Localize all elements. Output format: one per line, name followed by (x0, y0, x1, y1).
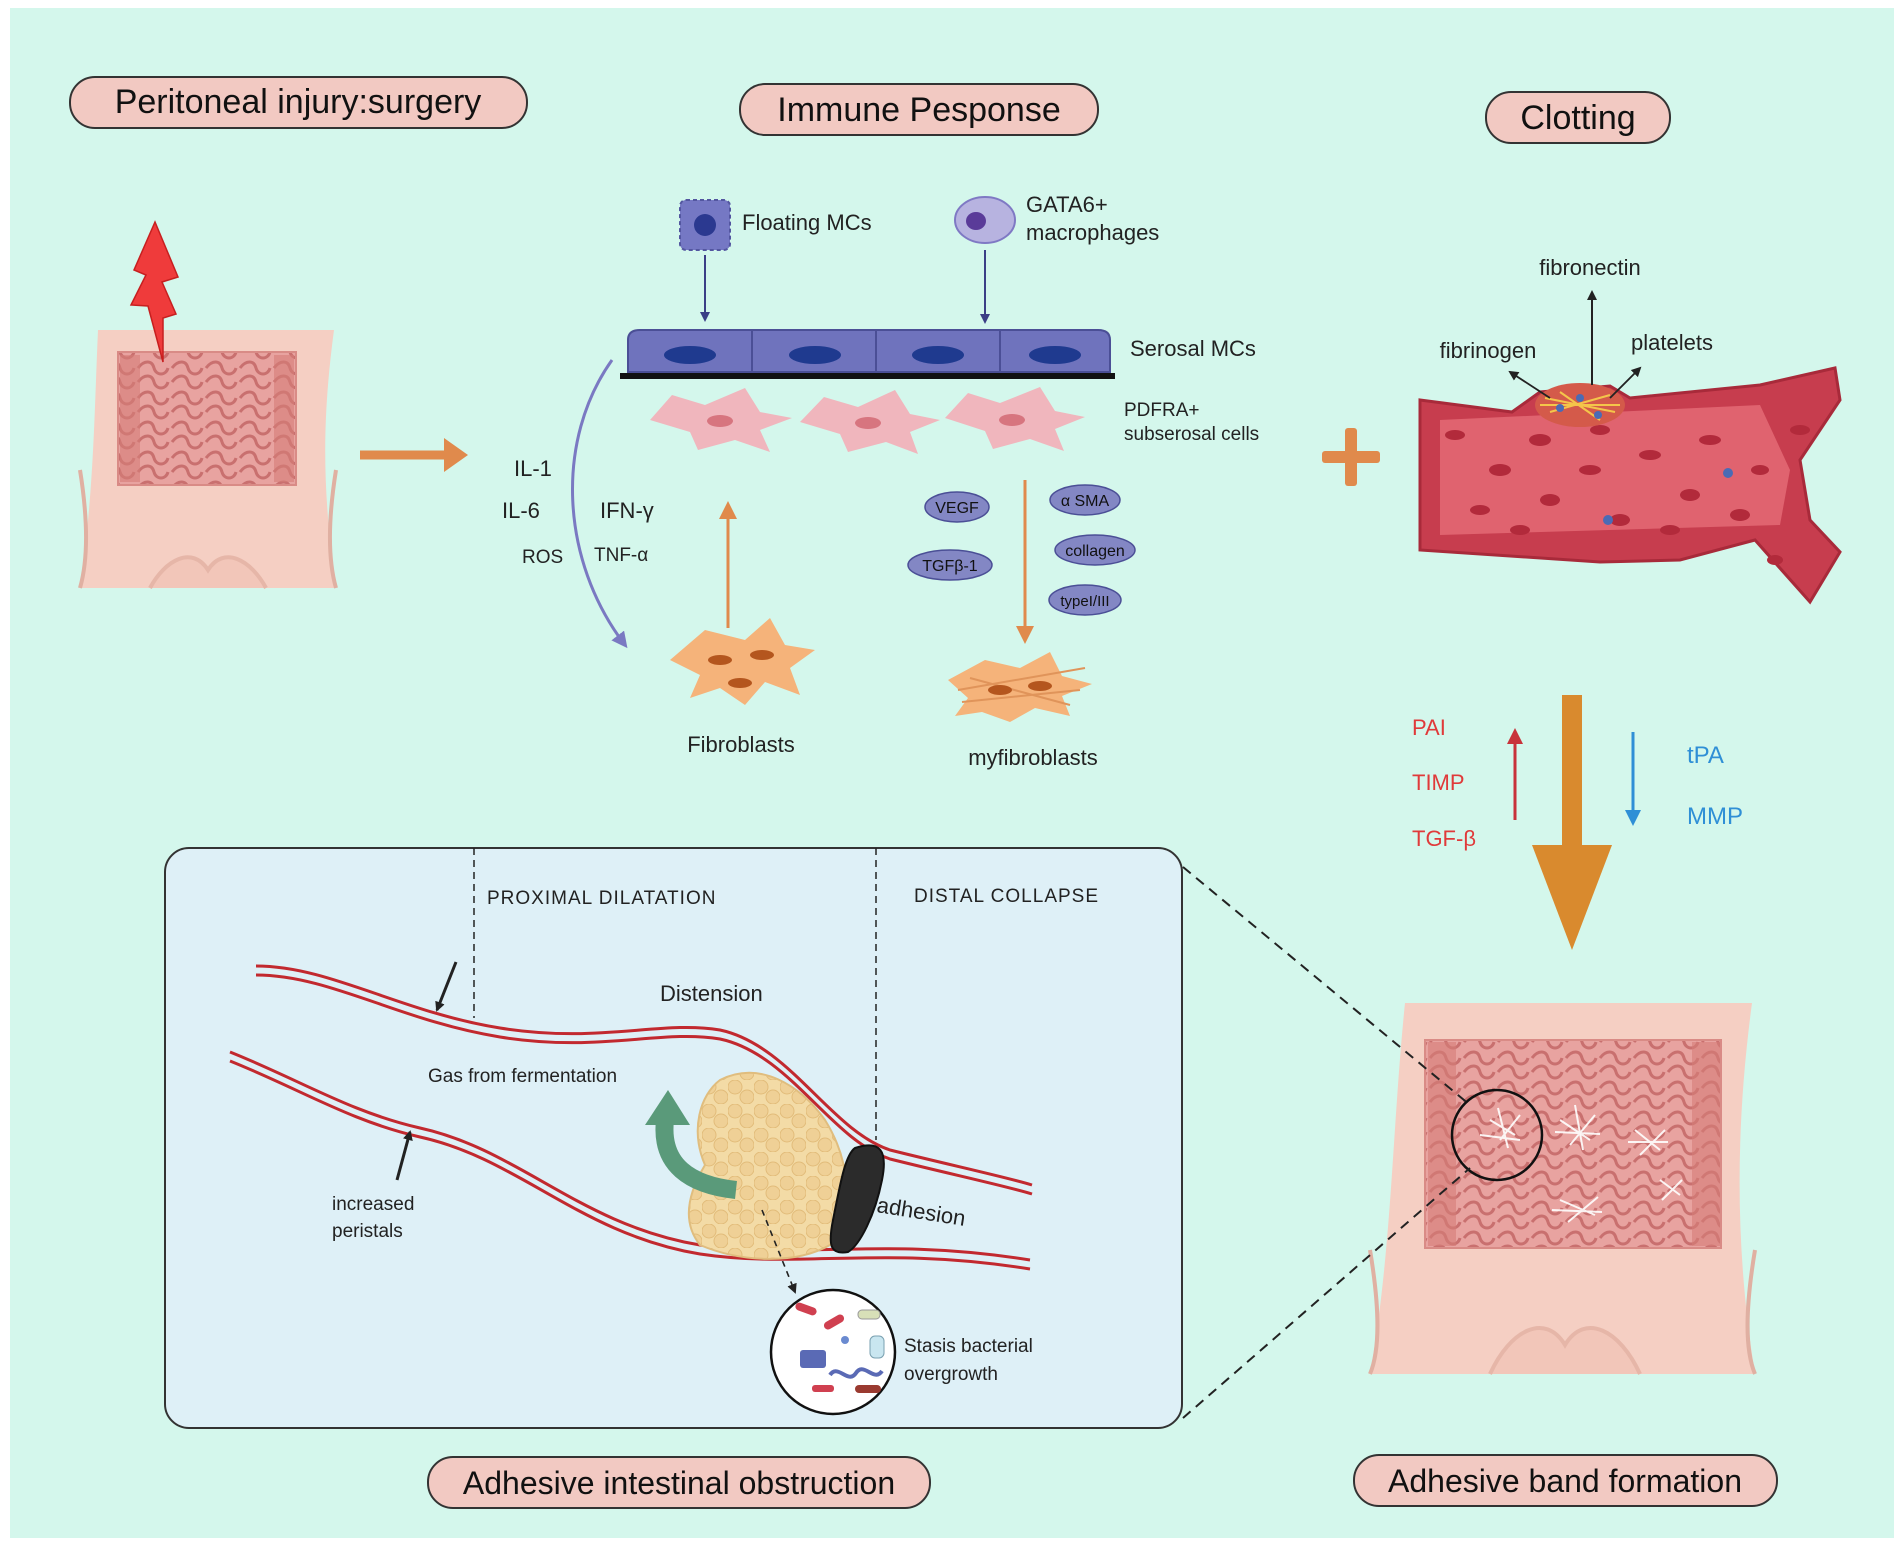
header-peritoneal-injury-label: Peritoneal injury:surgery (115, 83, 482, 121)
factor-badge-collagen: collagen (1054, 534, 1136, 566)
distal-collapse-label: DISTAL COLLAPSE (914, 886, 1099, 907)
distension-label: Distension (660, 981, 763, 1006)
regulator-down-mmp: MMP (1687, 803, 1743, 830)
floating-mc-cell-icon (679, 199, 731, 251)
intestine-tube (229, 964, 1033, 1271)
proximal-dilatation-label: PROXIMAL DILATATION (487, 888, 716, 909)
svg-text:VEGF: VEGF (935, 500, 979, 517)
regulator-up-pai: PAI (1412, 715, 1446, 740)
fibronectin-label: fibronectin (1539, 255, 1641, 280)
peristalsis-label-line1: increased (332, 1194, 414, 1215)
floating-mcs-label: Floating MCs (742, 210, 872, 235)
gata6-label-line2: macrophages (1026, 220, 1159, 245)
header-immune-response: Immune Pesponse (739, 83, 1099, 136)
peristalsis-pointer-arrow (395, 1130, 413, 1181)
header-clotting: Clotting (1485, 91, 1671, 144)
gas-swirl-arrow (655, 1119, 738, 1199)
serosal-mcs-label: Serosal MCs (1130, 336, 1256, 361)
serosal-mesothelial-layer (620, 329, 1115, 379)
blood-vessel-illustration (1418, 366, 1842, 605)
platelets-label: platelets (1631, 330, 1713, 355)
cytokine-il6: IL-6 (502, 498, 540, 523)
cytokine-tnf-alpha: TNF-α (594, 545, 648, 566)
fibroblasts-icon (670, 618, 815, 705)
cytokine-ros: ROS (522, 547, 563, 568)
cytokine-il1: IL-1 (514, 456, 552, 481)
gata6-macrophage-icon (954, 196, 1016, 244)
factor-badge-vegf: VEGF (924, 491, 990, 523)
stasis-label-line1: Stasis bacterial (904, 1336, 1033, 1357)
main-flow-arrow-down (1532, 695, 1612, 950)
myofibroblasts-label: myfibroblasts (968, 745, 1098, 770)
clot-mass-icon (1535, 383, 1625, 427)
header-peritoneal-injury: Peritoneal injury:surgery (69, 76, 528, 129)
svg-text:α SMA: α SMA (1061, 493, 1110, 510)
header-adhesive-band-formation: Adhesive band formation (1353, 1454, 1778, 1507)
factor-badge-alpha-sma: α SMA (1049, 484, 1121, 516)
cytokine-ifn-gamma: IFN-γ (600, 498, 654, 523)
abdomen-adhesion-illustration (1368, 1003, 1757, 1375)
intestines-icon (117, 351, 297, 486)
header-adhesive-obstruction-label: Adhesive intestinal obstruction (463, 1465, 895, 1501)
fat-blockage-icon (687, 1071, 848, 1260)
gas-fermentation-label: Gas from fermentation (428, 1066, 617, 1087)
adhesion-zoom-circle (1450, 1088, 1544, 1182)
abdomen-injury-illustration (78, 220, 338, 589)
adhesion-bands-icon (1479, 1104, 1683, 1223)
pdfra-label-line2: subserosal cells (1124, 424, 1259, 445)
fibroblasts-label: Fibroblasts (687, 732, 795, 757)
fibrinogen-label: fibrinogen (1440, 338, 1537, 363)
header-immune-response-label: Immune Pesponse (777, 91, 1061, 129)
stasis-label-line2: overgrowth (904, 1364, 998, 1385)
regulator-up-timp: TIMP (1412, 770, 1465, 795)
header-adhesive-band-formation-label: Adhesive band formation (1388, 1463, 1742, 1499)
cytokine-signal-arrow (571, 359, 628, 649)
header-adhesive-obstruction: Adhesive intestinal obstruction (427, 1456, 931, 1509)
gata6-label-line1: GATA6+ (1026, 192, 1108, 217)
header-clotting-label: Clotting (1520, 99, 1635, 137)
factor-badge-tgfb1: TGFβ-1 (907, 549, 993, 581)
regulator-up-tgfb: TGF-β (1412, 826, 1476, 851)
svg-text:typeI/III: typeI/III (1060, 593, 1109, 610)
myofibroblasts-icon (948, 652, 1092, 722)
regulator-down-tpa: tPA (1687, 742, 1724, 769)
pdfra-label-line1: PDFRA+ (1124, 400, 1200, 421)
svg-text:TGFβ-1: TGFβ-1 (922, 558, 978, 575)
distension-pointer-arrow (435, 961, 458, 1012)
bacteria-circle-icon (769, 1288, 897, 1416)
peristalsis-label-line2: peristals (332, 1221, 403, 1242)
pdfra-subserosal-cells (650, 387, 1085, 454)
factor-badge-type-i-iii: typeI/III (1048, 584, 1122, 616)
lightning-bolt-icon (129, 220, 180, 363)
plus-icon (1322, 428, 1380, 486)
svg-text:collagen: collagen (1065, 543, 1125, 560)
adhesion-band-icon (829, 1144, 885, 1254)
